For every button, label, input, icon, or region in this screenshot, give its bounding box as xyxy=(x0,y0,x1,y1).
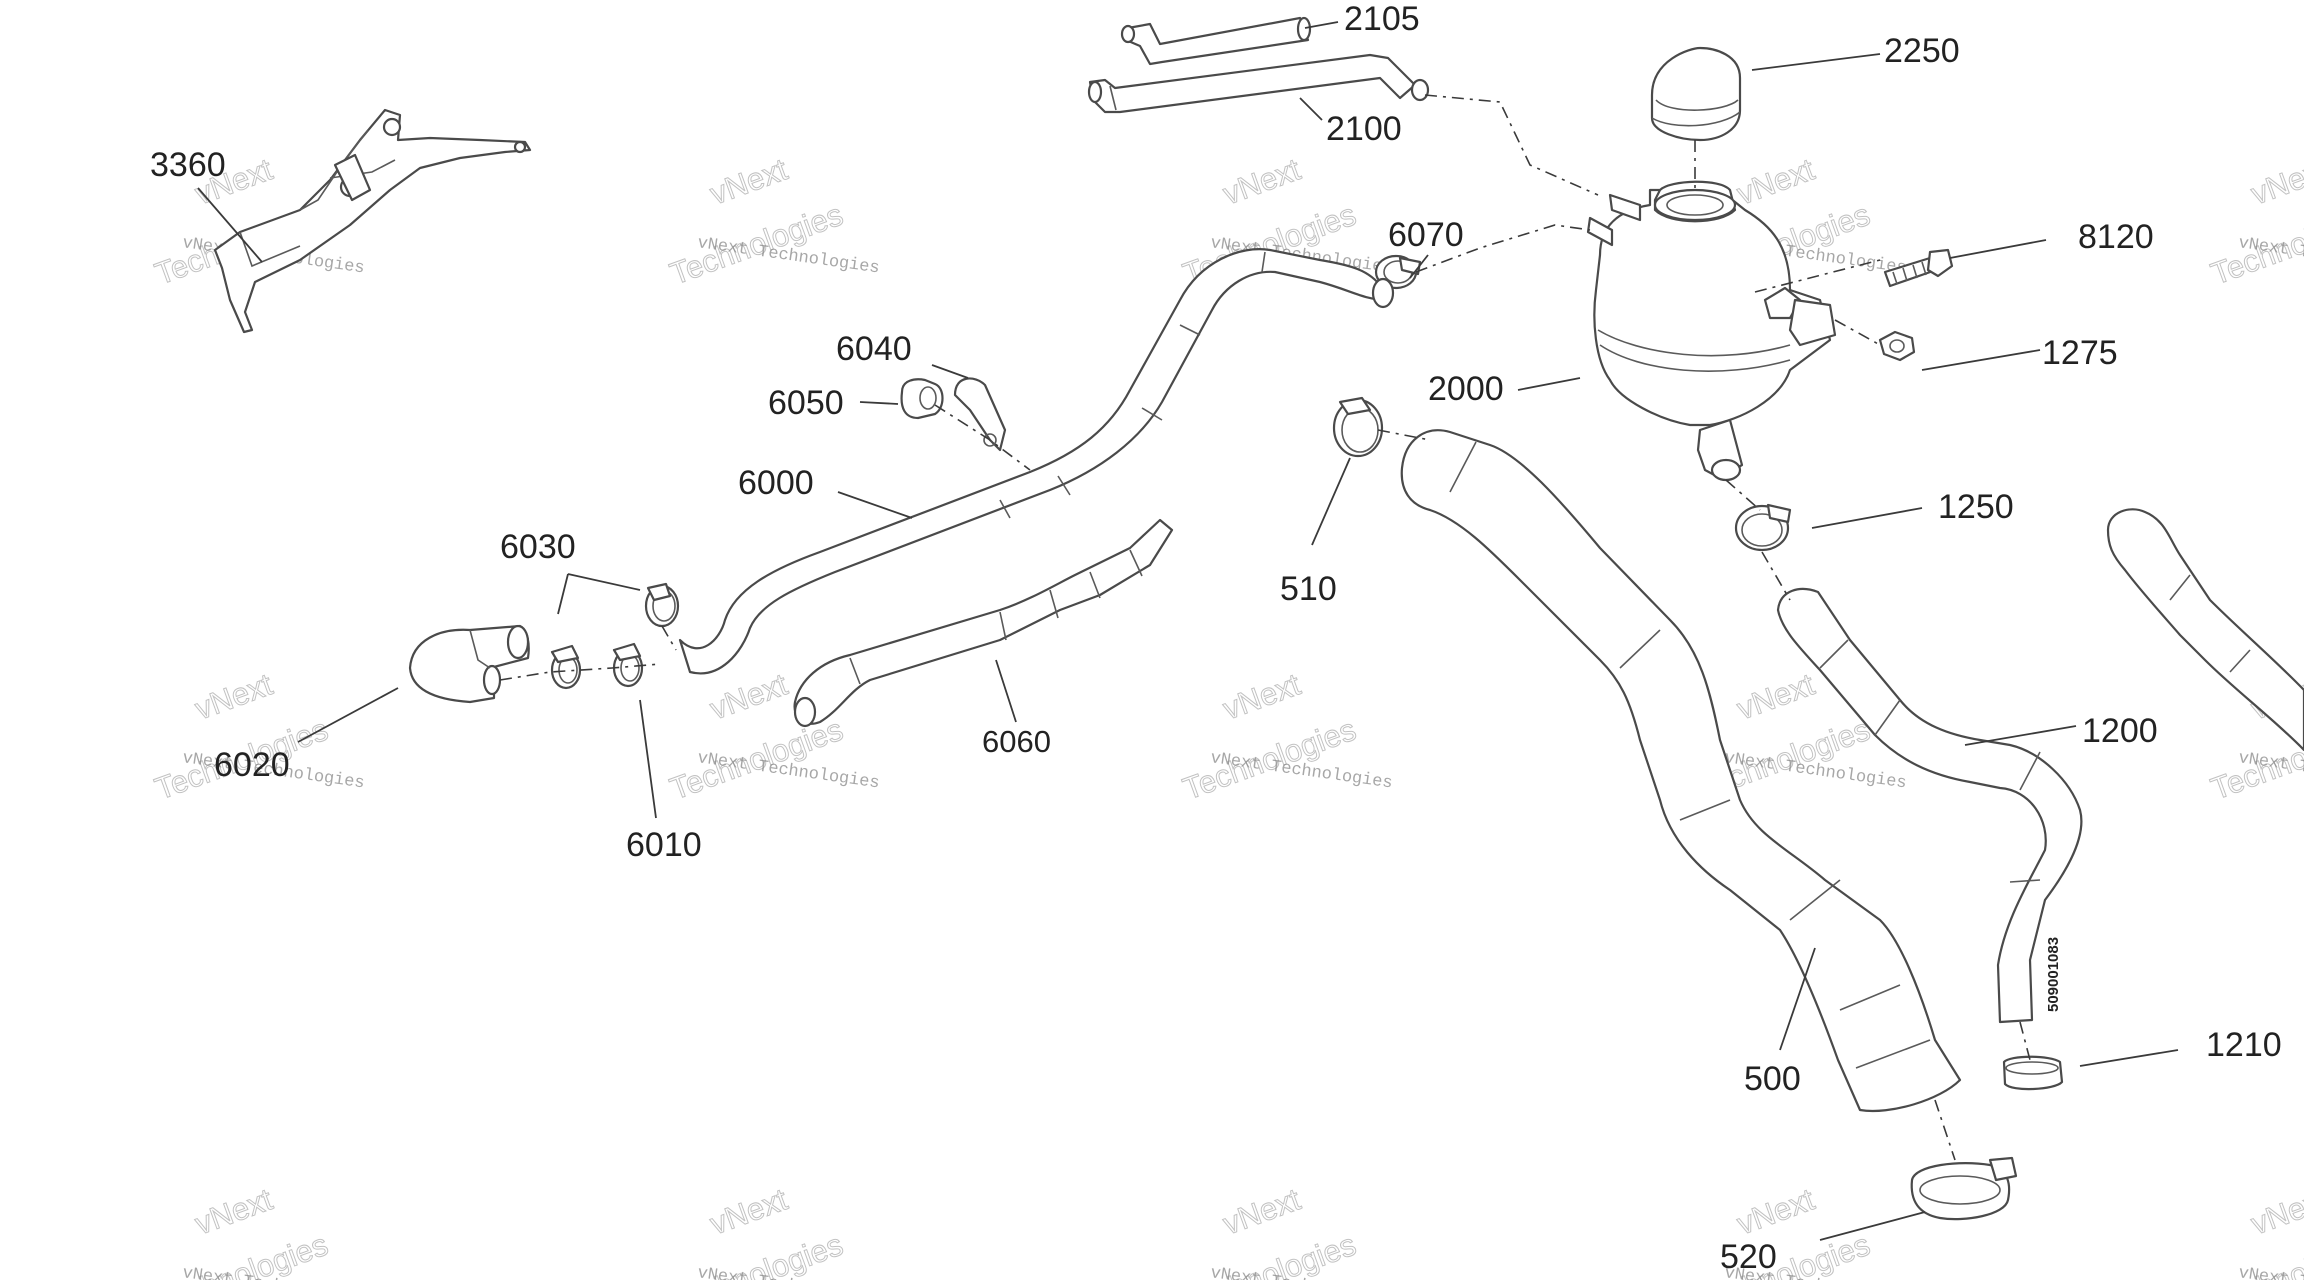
callout-2000[interactable]: 2000 xyxy=(1428,370,1504,408)
callouts: 2105 2250 2100 3360 6070 8120 6040 1275 … xyxy=(150,0,2282,1276)
part-2250-cap[interactable] xyxy=(1650,46,1742,142)
callout-1250[interactable]: 1250 xyxy=(1938,488,2014,526)
watermark-vnext: vNext xyxy=(705,151,792,211)
callout-8120[interactable]: 8120 xyxy=(2078,218,2154,256)
part-1200-hose[interactable] xyxy=(1776,587,2083,1024)
watermark-vnext: vNext xyxy=(705,666,792,726)
part-6030-clamp[interactable] xyxy=(644,582,680,628)
part-2000-expansion-tank[interactable] xyxy=(1586,180,1837,482)
watermark-vnext: vNext xyxy=(1732,151,1819,211)
part-1275-nut[interactable] xyxy=(1878,330,1916,362)
watermark-vnext: vNext xyxy=(705,1181,792,1241)
part-6050-grommet[interactable] xyxy=(900,378,944,420)
callout-6010[interactable]: 6010 xyxy=(626,826,702,864)
watermark-vnext: vNext xyxy=(1732,666,1819,726)
part-2105-hose[interactable] xyxy=(1120,16,1312,66)
callout-6000[interactable]: 6000 xyxy=(738,464,814,502)
part-6040-pclip[interactable] xyxy=(953,377,1007,452)
part-6060-hose[interactable] xyxy=(793,518,1174,728)
watermark-vnext: vNext xyxy=(190,666,277,726)
part-6020-elbow[interactable] xyxy=(408,624,530,704)
callout-3360[interactable]: 3360 xyxy=(150,146,226,184)
callout-2100[interactable]: 2100 xyxy=(1326,110,1402,148)
watermark-vnext: vNext xyxy=(1218,1181,1305,1241)
watermark-vnext: vNext xyxy=(190,1181,277,1241)
part-8120-bolt[interactable] xyxy=(1883,248,1954,288)
watermark-vnext: vNext xyxy=(1218,151,1305,211)
callout-2105[interactable]: 2105 xyxy=(1344,0,1420,38)
part-520-clamp[interactable] xyxy=(1910,1156,2018,1221)
watermark-vnext: vNext xyxy=(1732,1181,1819,1241)
callout-520[interactable]: 520 xyxy=(1720,1238,1777,1276)
callout-1200[interactable]: 1200 xyxy=(2082,712,2158,750)
callout-6060[interactable]: 6060 xyxy=(982,724,1051,759)
watermark-vnext: vNext xyxy=(1218,666,1305,726)
callout-6070[interactable]: 6070 xyxy=(1388,216,1464,254)
part-500-hose[interactable] xyxy=(1400,429,1962,1112)
callout-6050[interactable]: 6050 xyxy=(768,384,844,422)
part-510-clamp[interactable] xyxy=(1332,396,1384,458)
callout-6040[interactable]: 6040 xyxy=(836,330,912,368)
callout-510[interactable]: 510 xyxy=(1280,570,1337,608)
part-1210-clamp[interactable] xyxy=(2002,1055,2064,1091)
callout-6020[interactable]: 6020 xyxy=(214,746,290,784)
hose-stamp: 509001083 xyxy=(2045,937,2062,1012)
callout-500[interactable]: 500 xyxy=(1744,1060,1801,1098)
part-6000-hose[interactable] xyxy=(678,248,1395,675)
callout-1210[interactable]: 1210 xyxy=(2206,1026,2282,1064)
watermark-vnext: vNext xyxy=(2246,151,2304,211)
callout-1275[interactable]: 1275 xyxy=(2042,334,2118,372)
part-1250-clamp[interactable] xyxy=(1734,503,1792,552)
part-3360-bracket[interactable] xyxy=(213,108,532,334)
callout-6030[interactable]: 6030 xyxy=(500,528,576,566)
callout-2250[interactable]: 2250 xyxy=(1884,32,1960,70)
leader-lines xyxy=(197,21,2179,1241)
part-2100-hose[interactable] xyxy=(1087,53,1430,114)
assembly-lines xyxy=(499,94,2031,1161)
part-6010-clamps[interactable] xyxy=(550,642,644,690)
watermark-vnext: vNext xyxy=(2246,1181,2304,1241)
